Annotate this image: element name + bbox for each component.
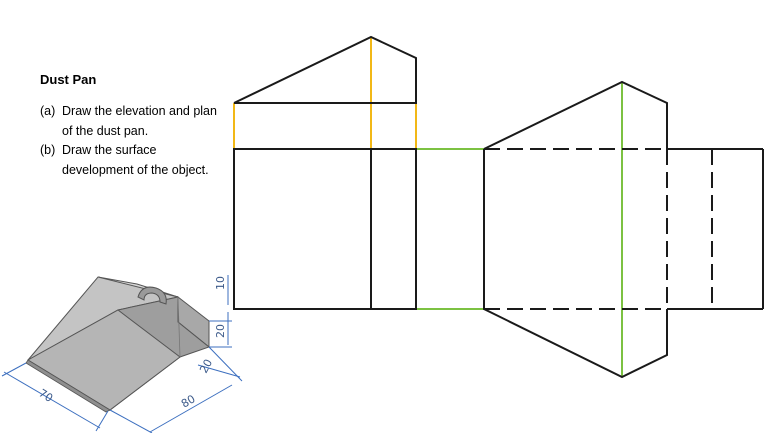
isometric-view [25,276,211,413]
instructions-panel: Dust Pan (a) Draw the elevation and plan… [40,72,220,180]
dim-70-ext-a [1,362,27,377]
plan-view [233,148,417,310]
dim-80-label: 80 [179,392,198,410]
elevation-view [233,35,417,104]
task-b-label: (b) [40,143,56,157]
dim-20-vert-label: 20 [214,324,227,338]
dim-80-ext-a [109,409,153,433]
plan-outline [233,148,417,310]
dim-80-ext-b [208,346,243,382]
task-a-label: (a) [40,104,56,118]
task-a: (a) Draw the elevation and plan of the d… [40,102,220,141]
dim-20-base-line [197,364,241,378]
exercise-title: Dust Pan [40,72,97,87]
dim-80-line [149,384,233,433]
dim-20-base-label: 20 [197,357,215,375]
projector-lines [233,37,623,377]
end-view-outline [483,80,668,150]
end-view-outline-lower [483,149,668,379]
isometric-dimensions [1,275,243,433]
dim-70-ext-b [95,410,109,432]
task-b-text: Draw the surface development of the obje… [62,143,209,177]
dim-70-label: 70 [36,387,55,405]
task-a-text: Draw the elevation and plan of the dust … [62,104,217,138]
front-face [25,359,111,413]
dim-10-label: 10 [214,276,227,290]
task-b: (b) Draw the surface development of the … [40,141,220,180]
back-vertical-edge [177,296,181,358]
dim-70-line [3,371,101,429]
handle-icon [137,286,167,305]
end-view [483,80,764,379]
elevation-outline [233,35,417,104]
isometric-dimension-labels: 70 80 20 20 10 [36,276,227,411]
hidden-lines [484,148,713,310]
